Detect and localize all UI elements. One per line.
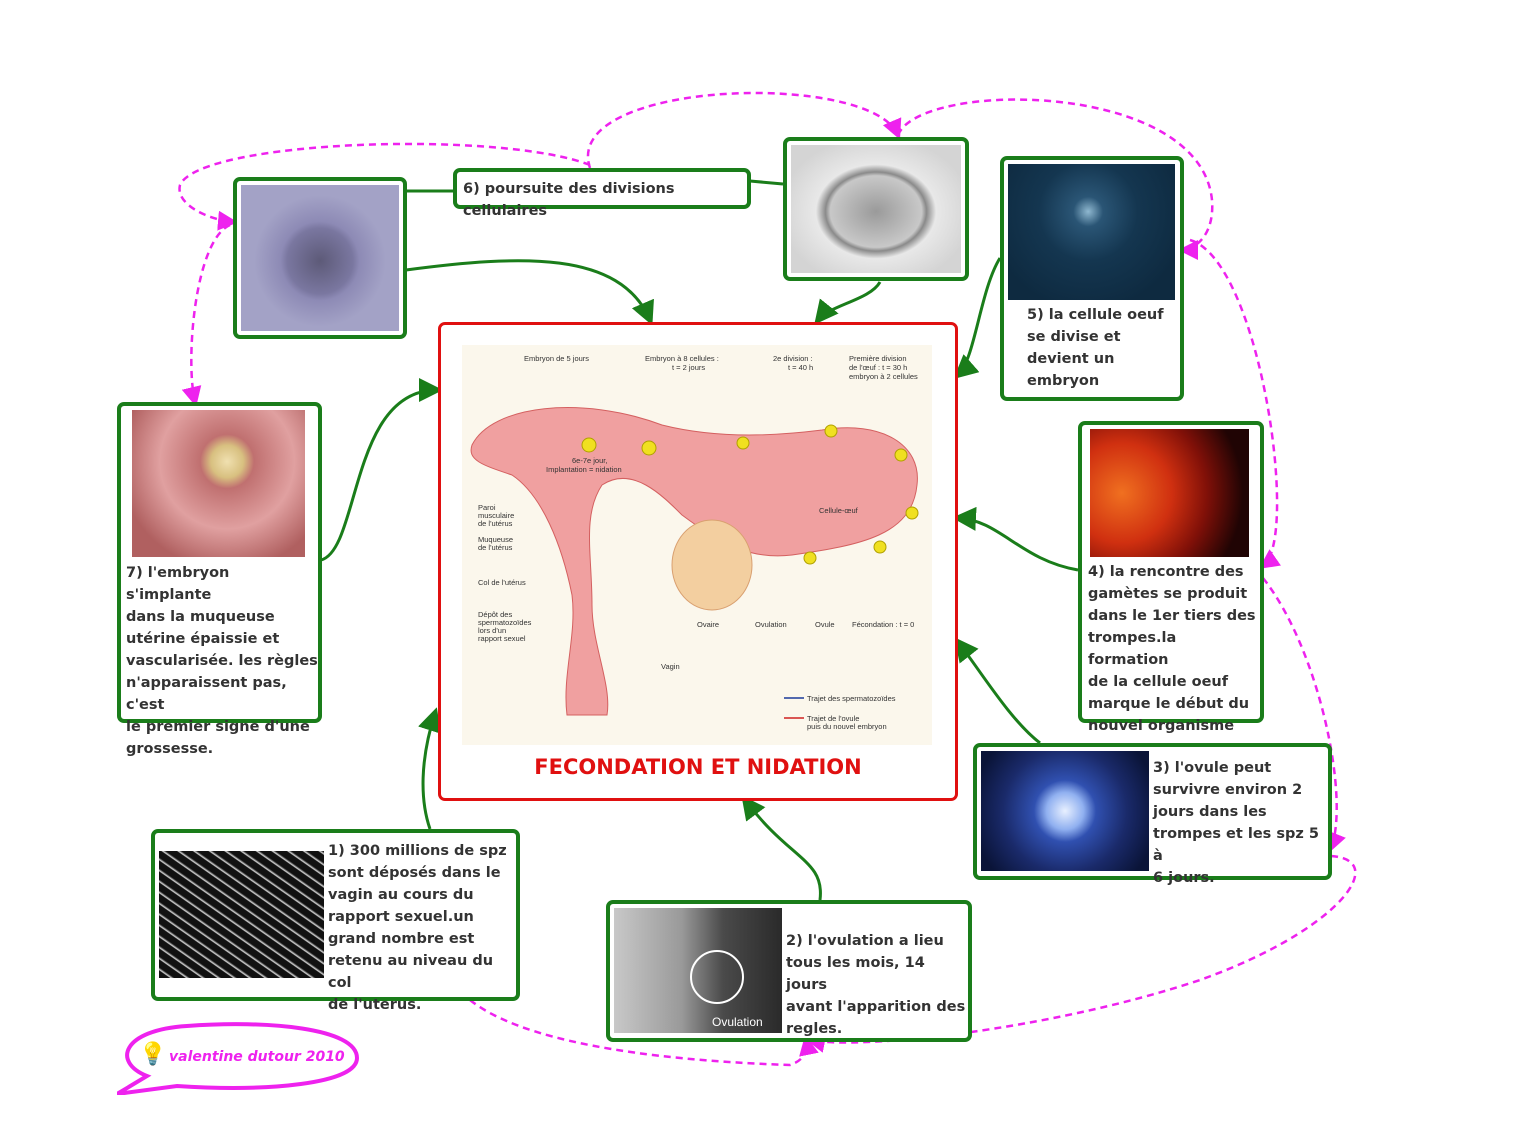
label: 2e division : [773,354,813,363]
label: Col de l'utérus [478,578,526,587]
node-5[interactable]: 5) la cellule oeuf se divise et devient … [1000,156,1184,401]
label: Paroi [478,503,496,512]
label: embryon à 2 cellules [849,372,918,381]
reproductive-system-diagram: Embryon de 5 jours Embryon à 8 cellules … [462,345,932,745]
node-4-text: 4) la rencontre des gamètes se produit d… [1088,564,1256,734]
node-5-text: 5) la cellule oeuf se divise et devient … [1027,307,1164,389]
ovulation-circle [690,950,744,1004]
label: rapport sexuel [478,634,526,643]
label: t = 40 h [788,363,813,372]
label: t = 2 jours [672,363,705,372]
node-2[interactable]: Ovulation 2) l'ovulation a lieu tous les… [606,900,972,1042]
dashed-links [178,91,1357,1067]
green-links [320,179,1079,901]
label: lors d'un [478,626,506,635]
label: Muqueuse [478,535,513,544]
label: Dépôt des [478,610,512,619]
label: Embryon de 5 jours [524,354,589,363]
implantation-photo [132,410,305,557]
node-4[interactable]: 4) la rencontre des gamètes se produit d… [1078,421,1264,734]
node-1-text: 1) 300 millions de spz sont déposés dans… [328,843,507,1013]
legend-label: Trajet des spermatozoïdes [807,694,896,703]
label: Ovule [815,620,835,629]
signature-text: valentine dutour 2010 [169,1049,345,1065]
node-6[interactable]: 6) poursuite des divisions cellulaires [453,168,751,219]
legend-label: puis du nouvel embryon [807,722,887,731]
node-morula-image[interactable] [233,177,407,339]
label: musculaire [478,511,514,520]
node-2-text: 2) l'ovulation a lieu tous les mois, 14 … [786,933,966,1037]
label: de l'œuf : t = 30 h [849,363,907,372]
morula-photo [241,185,399,331]
label: Implantation = nidation [546,465,622,474]
sperm-meets-egg-photo [1090,429,1249,557]
lightbulb-icon: 💡 [139,1042,167,1067]
label: spermatozoïdes [478,618,532,627]
speech-bubble-shape [117,1022,360,1095]
ovulation-photo: Ovulation [614,908,782,1033]
node-3[interactable]: 3) l'ovule peut survivre environ 2 jours… [973,743,1332,886]
two-cell-embryo-photo [791,145,961,273]
node-1[interactable]: 1) 300 millions de spz sont déposés dans… [151,829,520,1013]
spermatozoa-photo [159,851,324,978]
embryo-photo [1008,164,1175,300]
label: de l'utérus [478,543,513,552]
node-3-text: 3) l'ovule peut survivre environ 2 jours… [1153,760,1319,886]
node-two-cell-image[interactable] [783,137,969,281]
central-node[interactable]: Embryon de 5 jours Embryon à 8 cellules … [438,322,958,801]
label: Cellule-œuf [819,506,859,515]
signature-bubble: 💡 valentine dutour 2010 [117,1022,360,1095]
node-7-text: 7) l'embryon s'implante dans la muqueuse… [126,565,318,757]
node-7[interactable]: 7) l'embryon s'implante dans la muqueuse… [117,402,322,757]
ovulation-caption: Ovulation [712,1015,763,1029]
label: Première division [849,354,907,363]
node-6-text: 6) poursuite des divisions cellulaires [463,181,675,219]
label: Fécondation : t = 0 [852,620,914,629]
label: Ovaire [697,620,719,629]
label: de l'utérus [478,519,513,528]
ovum-with-sperm-photo [981,751,1149,871]
label: Ovulation [755,620,787,629]
label: 6e-7e jour, [572,456,607,465]
label: Embryon à 8 cellules : [645,354,719,363]
central-title: FECONDATION ET NIDATION [534,755,862,779]
label: Vagin [661,662,680,671]
legend-label: Trajet de l'ovule [807,714,859,723]
